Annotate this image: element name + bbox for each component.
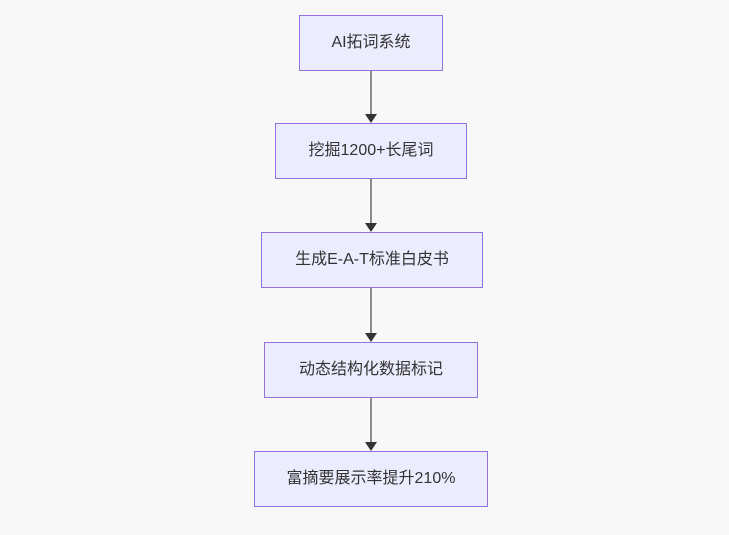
edge-line: [370, 179, 372, 223]
arrowhead-down-icon: [365, 442, 377, 451]
flow-node-structured-data-markup: 动态结构化数据标记: [264, 342, 478, 398]
edge-arrow-2: [364, 179, 378, 232]
edge-line: [370, 398, 372, 442]
edge-line: [370, 288, 372, 333]
flow-node-label: 挖掘1200+长尾词: [308, 142, 434, 160]
flow-node-label: 富摘要展示率提升210%: [286, 470, 456, 488]
flow-node-ai-word-system: AI拓词系统: [299, 15, 443, 71]
arrowhead-down-icon: [365, 114, 377, 123]
edge-arrow-3: [364, 288, 378, 342]
flow-node-label: 生成E-A-T标准白皮书: [295, 251, 449, 269]
arrowhead-down-icon: [365, 333, 377, 342]
flow-node-label: 动态结构化数据标记: [298, 361, 443, 379]
flow-node-rich-snippet-result: 富摘要展示率提升210%: [254, 451, 488, 507]
flow-node-label: AI拓词系统: [331, 34, 411, 52]
flow-node-eat-whitepaper: 生成E-A-T标准白皮书: [261, 232, 483, 288]
arrowhead-down-icon: [365, 223, 377, 232]
edge-arrow-1: [364, 71, 378, 123]
flow-node-longtail-mining: 挖掘1200+长尾词: [275, 123, 467, 179]
edge-line: [370, 71, 372, 114]
edge-arrow-4: [364, 398, 378, 451]
